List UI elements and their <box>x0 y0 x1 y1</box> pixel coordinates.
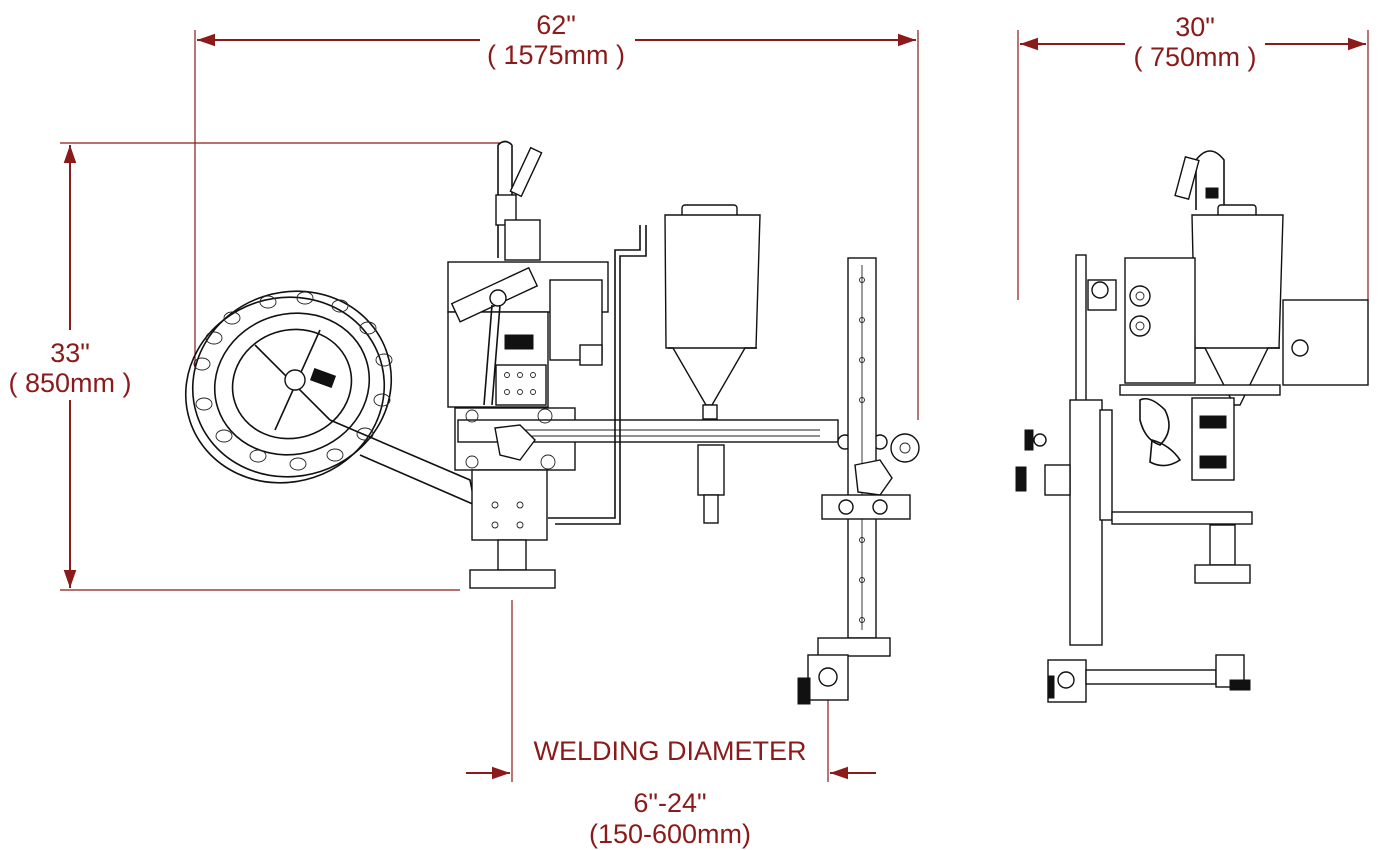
welding-diameter-metric: (150-600mm) <box>589 819 751 849</box>
width-side-imperial: 30" <box>1175 12 1215 42</box>
height-imperial: 33" <box>50 338 90 368</box>
width-dimension-front: 62" ( 1575mm ) <box>194 10 919 420</box>
front-view-machine <box>184 140 920 705</box>
width-dimension-side: 30" ( 750mm ) <box>1017 12 1369 300</box>
vertical-slide <box>797 257 911 705</box>
torch-assembly <box>447 140 609 408</box>
welding-diameter-imperial: 6"-24" <box>633 788 706 818</box>
height-dimension: 33" ( 850mm ) <box>8 142 500 591</box>
side-view-machine <box>1015 150 1369 703</box>
height-metric: ( 850mm ) <box>8 368 131 398</box>
horizontal-arm <box>454 407 920 471</box>
width-front-metric: ( 1575mm ) <box>487 40 625 70</box>
wire-reel <box>184 290 477 507</box>
welding-diameter-dimension: WELDING DIAMETER 6"-24" (150-600mm) <box>466 600 876 849</box>
flux-hopper <box>664 204 761 524</box>
support-column <box>469 225 647 589</box>
width-side-metric: ( 750mm ) <box>1133 42 1256 72</box>
welding-diameter-label: WELDING DIAMETER <box>533 736 806 766</box>
width-front-imperial: 62" <box>536 10 576 40</box>
